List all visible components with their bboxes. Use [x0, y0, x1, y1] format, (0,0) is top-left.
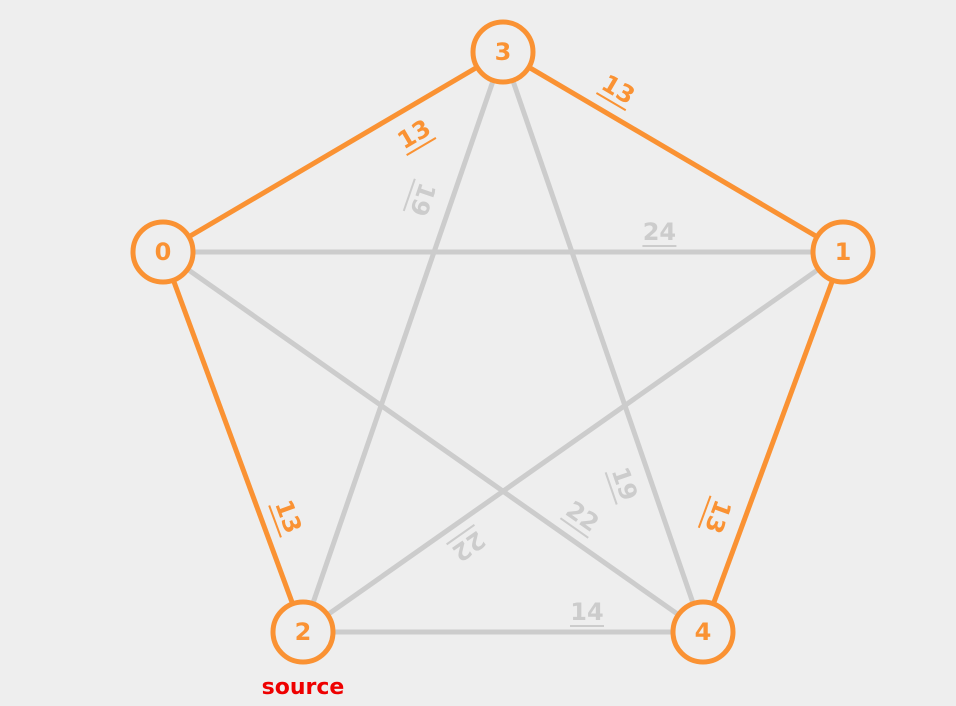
source-caption: source: [262, 675, 345, 700]
node-label: 2: [295, 618, 312, 646]
node-circle[interactable]: [130, 219, 196, 285]
node-circle[interactable]: [470, 19, 536, 85]
edge-1-2: [301, 249, 845, 635]
node-circle[interactable]: [670, 599, 736, 665]
edge-weight-underline: [604, 472, 618, 505]
edge-weight-1-2: 22: [446, 523, 490, 567]
edge-weight-label: 13: [393, 114, 436, 155]
edge-weight-2-4: 14: [570, 598, 604, 627]
edge-weight-underline: [406, 136, 437, 156]
edge-1-4: [700, 251, 846, 633]
edge-weight-0-1: 24: [642, 218, 677, 247]
edge-weight-underline: [697, 495, 712, 529]
edge-weight-label: 13: [699, 496, 737, 537]
edge-weight-1-4: 13: [697, 495, 737, 537]
node-3[interactable]: 3: [470, 19, 536, 85]
node-4[interactable]: 4: [670, 599, 736, 665]
edge-weight-0-3: 13: [393, 114, 437, 156]
edge-weight-underline: [268, 505, 282, 538]
edge-3-4: [500, 51, 706, 633]
edge-weight-underline: [595, 92, 627, 112]
edge-weight-0-2: 13: [268, 496, 307, 538]
nodes-layer: 0 1 2 3 4: [130, 19, 876, 665]
node-2[interactable]: 2: [270, 599, 336, 665]
edge-0-3: [161, 49, 505, 255]
edge-weight-underline: [559, 517, 589, 539]
node-circle[interactable]: [810, 219, 876, 285]
edge-0-4: [161, 249, 705, 635]
edge-0-2: [160, 251, 306, 633]
edge-weight-label: 13: [597, 69, 640, 110]
node-1[interactable]: 1: [810, 219, 876, 285]
edge-weight-label: 24: [643, 218, 676, 246]
edge-weight-3-4: 19: [604, 464, 643, 505]
edge-3-1: [501, 49, 845, 255]
edges-layer: [160, 49, 846, 635]
node-label: 1: [835, 238, 852, 266]
edge-weight-label: 14: [570, 598, 603, 626]
edge-weight-label: 19: [606, 464, 643, 505]
node-circle[interactable]: [270, 599, 336, 665]
edge-weight-label: 19: [404, 179, 441, 220]
edge-weight-underline: [402, 178, 416, 212]
node-label: 0: [155, 238, 172, 266]
node-label: 4: [695, 618, 712, 646]
edge-weight-label: 13: [269, 496, 307, 537]
node-label: 3: [495, 38, 512, 66]
edge-weight-3-1: 13: [595, 69, 640, 112]
edge-weight-3-2: 19: [402, 178, 441, 220]
node-0[interactable]: 0: [130, 219, 196, 285]
edge-weight-0-4: 22: [559, 495, 604, 539]
edge-weight-label: 22: [561, 495, 604, 537]
edge-3-2: [300, 51, 506, 633]
edge-weight-underline: [446, 523, 476, 546]
edge-weight-label: 22: [447, 525, 490, 567]
